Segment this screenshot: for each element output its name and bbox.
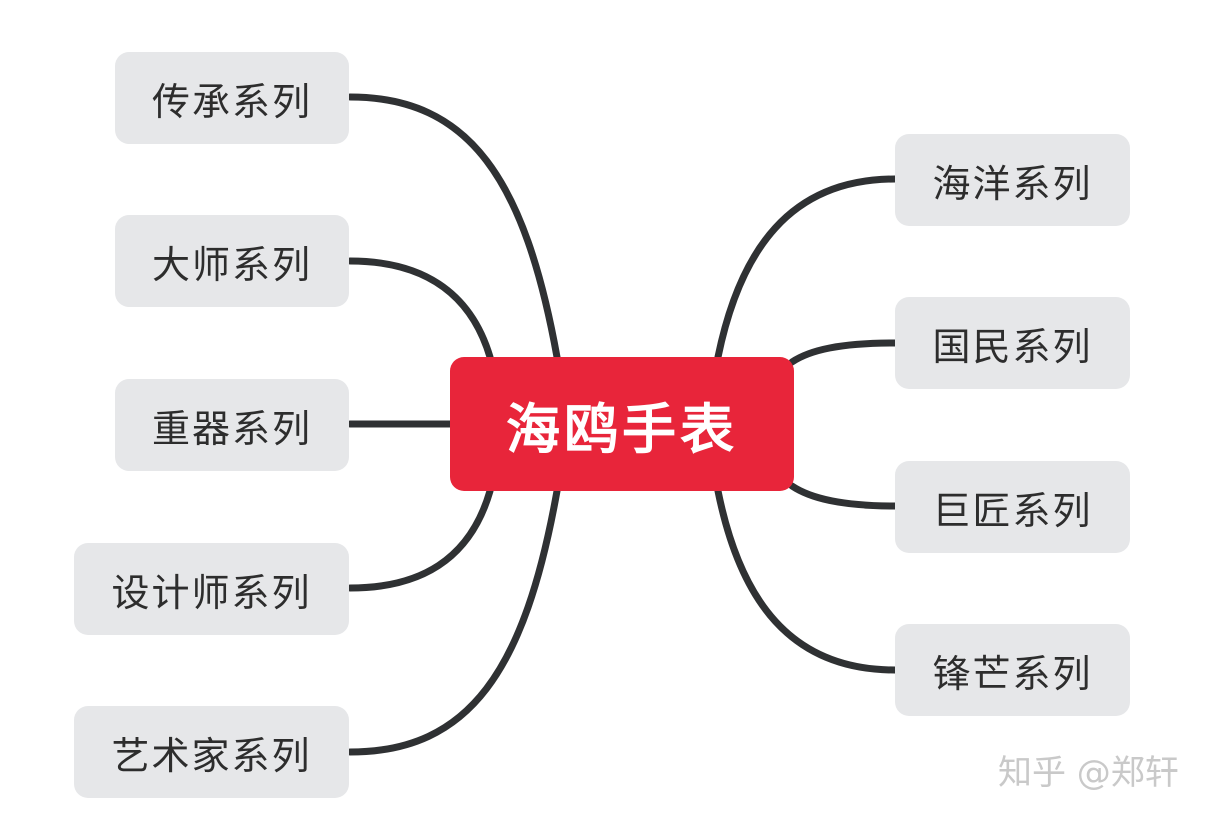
connector-left-0 xyxy=(346,93,561,361)
branch-node-left[interactable]: 大师系列 xyxy=(115,215,349,307)
connector-left-3 xyxy=(346,487,494,592)
branch-node-label: 海洋系列 xyxy=(932,161,1093,206)
watermark-text: 知乎 @郑轩 xyxy=(998,752,1179,793)
branch-node-right[interactable]: 国民系列 xyxy=(895,297,1130,389)
branch-node-label: 设计师系列 xyxy=(111,570,312,615)
branch-node-left[interactable]: 设计师系列 xyxy=(74,543,349,635)
branch-node-right[interactable]: 巨匠系列 xyxy=(895,461,1130,553)
connector-left-1 xyxy=(346,257,494,361)
connector-right-2 xyxy=(788,482,899,510)
branch-node-left[interactable]: 艺术家系列 xyxy=(74,706,349,798)
branch-node-left[interactable]: 传承系列 xyxy=(115,52,349,144)
branch-node-label: 传承系列 xyxy=(151,79,312,124)
connector-left-4 xyxy=(346,487,561,756)
connector-right-1 xyxy=(788,339,899,366)
branch-node-label: 巨匠系列 xyxy=(932,488,1093,533)
branch-node-label: 重器系列 xyxy=(151,406,312,451)
branch-node-right[interactable]: 海洋系列 xyxy=(895,134,1130,226)
branch-node-label: 艺术家系列 xyxy=(111,733,312,778)
branch-node-label: 国民系列 xyxy=(932,324,1093,369)
central-topic-node[interactable]: 海鸥手表 xyxy=(450,357,794,491)
central-topic-label: 海鸥手表 xyxy=(506,397,738,461)
connector-right-0 xyxy=(714,175,899,361)
branch-node-left[interactable]: 重器系列 xyxy=(115,379,349,471)
connector-right-3 xyxy=(714,487,899,674)
branch-node-right[interactable]: 锋芒系列 xyxy=(895,624,1130,716)
branch-node-label: 大师系列 xyxy=(151,242,312,287)
branch-node-label: 锋芒系列 xyxy=(932,651,1093,696)
